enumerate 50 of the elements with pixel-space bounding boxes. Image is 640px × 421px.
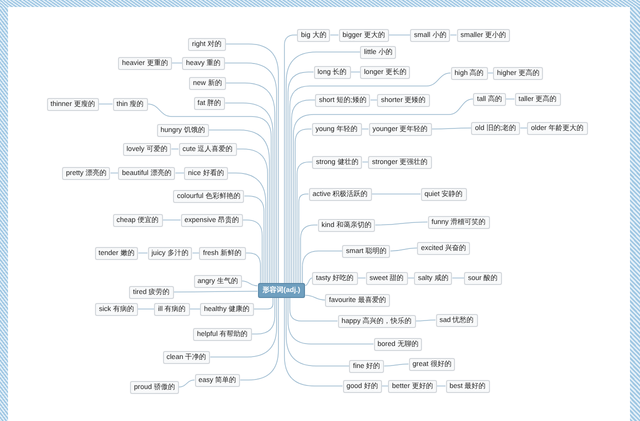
connector (189, 308, 200, 310)
connector (284, 298, 343, 386)
connector (450, 34, 457, 36)
connector (300, 224, 318, 284)
connector (286, 52, 360, 284)
connector (170, 148, 179, 150)
connector (330, 34, 339, 36)
connector (286, 298, 350, 366)
connector (208, 130, 270, 284)
connector (242, 220, 263, 284)
connector (388, 34, 410, 36)
connector (298, 194, 309, 284)
connector (361, 128, 369, 130)
connector (245, 252, 261, 284)
connector (506, 98, 515, 100)
connector (138, 308, 154, 310)
connector (302, 250, 342, 284)
connector (242, 280, 258, 286)
connector (384, 364, 409, 366)
connector (210, 298, 277, 358)
connector (240, 298, 279, 380)
connector (244, 196, 264, 284)
connector (431, 128, 472, 130)
connector (253, 298, 274, 310)
connector (178, 380, 195, 388)
connector (296, 162, 312, 284)
connector (236, 148, 268, 284)
connector (192, 252, 200, 254)
connector (227, 172, 266, 284)
connector (304, 294, 326, 300)
connector (293, 98, 474, 284)
connector (288, 298, 374, 344)
connector (147, 104, 272, 284)
connector (175, 172, 184, 174)
connector (487, 72, 494, 74)
connector (291, 100, 316, 284)
connector (251, 298, 276, 334)
connector (110, 172, 118, 174)
connector (172, 62, 182, 64)
connector (138, 252, 148, 254)
connector (415, 320, 436, 322)
connector (304, 278, 312, 286)
connector (289, 72, 451, 284)
connector (288, 72, 314, 284)
connector (374, 222, 428, 226)
connector (173, 290, 258, 292)
connector (289, 298, 338, 322)
connector (390, 248, 418, 252)
connector (284, 34, 298, 284)
connector (294, 128, 312, 284)
